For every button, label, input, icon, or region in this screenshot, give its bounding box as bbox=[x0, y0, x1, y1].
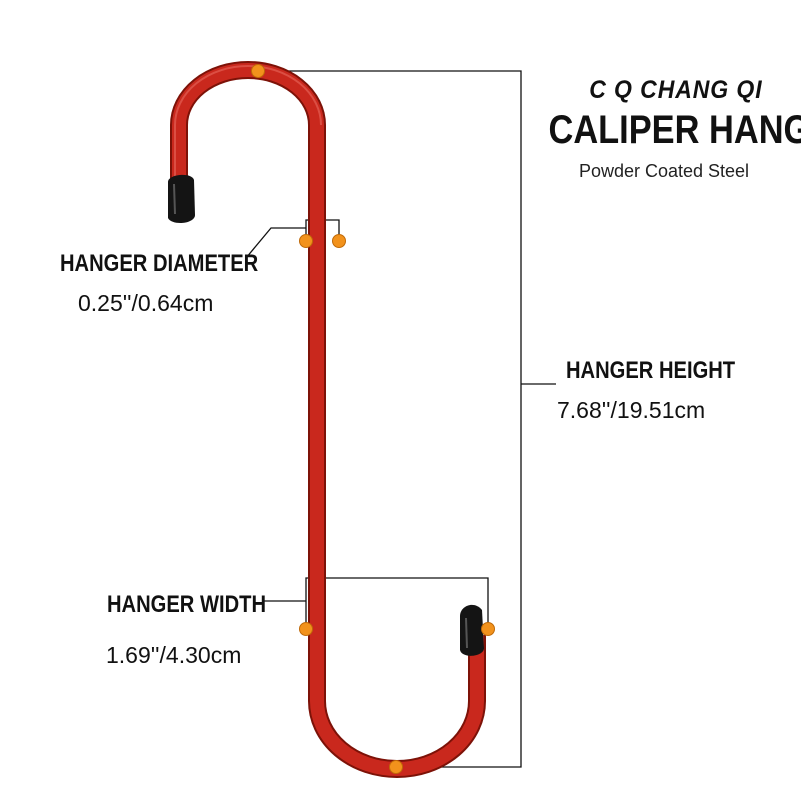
diameter-label: HANGER DIAMETER bbox=[60, 250, 259, 277]
height-value: 7.68''/19.51cm bbox=[557, 397, 706, 423]
diameter-leader-line bbox=[245, 227, 306, 259]
marker-height-top bbox=[251, 64, 265, 78]
top-end-cap bbox=[168, 174, 195, 224]
brand-name: C Q CHANG QI bbox=[589, 76, 763, 104]
product-subtitle: Powder Coated Steel bbox=[578, 161, 750, 181]
rubber-end-cap-icon bbox=[168, 174, 484, 656]
product-title: CALIPER HANGER bbox=[548, 108, 801, 152]
width-value: 1.69''/4.30cm bbox=[106, 642, 242, 668]
height-label: HANGER HEIGHT bbox=[566, 357, 736, 384]
s-hook-icon bbox=[170, 61, 486, 778]
marker-height-bottom bbox=[389, 760, 403, 774]
width-label: HANGER WIDTH bbox=[107, 591, 267, 618]
hook-body bbox=[172, 63, 484, 776]
marker-diameter-left bbox=[299, 234, 313, 248]
bottom-end-cap bbox=[460, 604, 484, 656]
height-bracket-line bbox=[258, 70, 522, 768]
diameter-value: 0.25''/0.64cm bbox=[78, 290, 214, 316]
marker-width-right bbox=[481, 622, 495, 636]
top-end-cap-shine bbox=[173, 183, 176, 215]
leader-lines bbox=[245, 70, 556, 768]
bottom-end-cap-shine bbox=[465, 617, 468, 649]
marker-diameter-right bbox=[332, 234, 346, 248]
width-bracket-line bbox=[305, 577, 489, 629]
hook-highlight bbox=[174, 65, 322, 190]
marker-width-left bbox=[299, 622, 313, 636]
dimension-markers bbox=[251, 64, 495, 774]
